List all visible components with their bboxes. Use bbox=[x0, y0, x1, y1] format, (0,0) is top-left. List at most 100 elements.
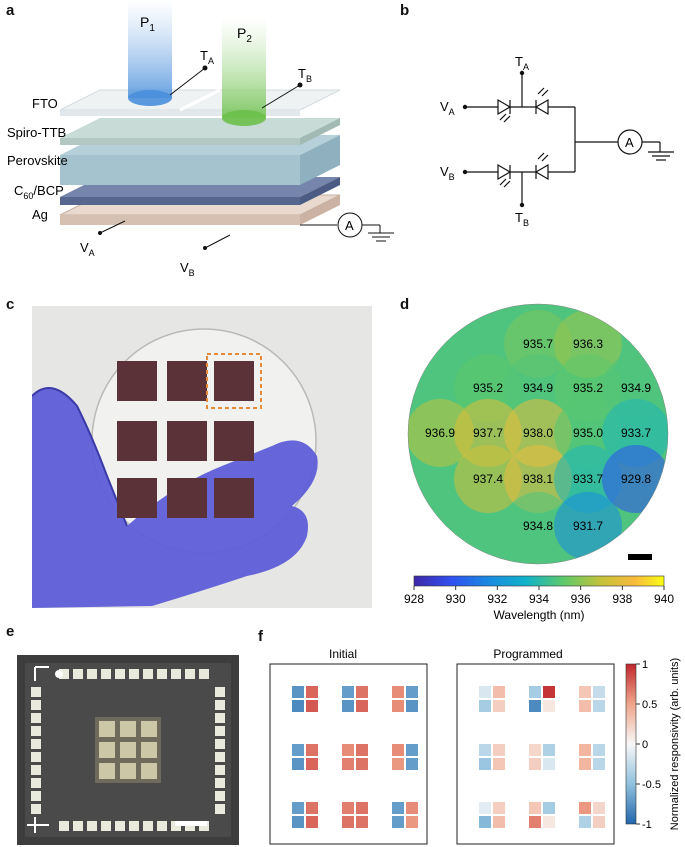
responsivity-cell bbox=[493, 744, 505, 756]
beam-p2 bbox=[222, 18, 266, 118]
chip-pad bbox=[143, 669, 153, 679]
responsivity-cell bbox=[579, 686, 591, 698]
responsivity-cell bbox=[529, 816, 541, 828]
colorbar-tick-label: 928 bbox=[404, 592, 424, 606]
chip-pad bbox=[31, 726, 41, 736]
chip-pad bbox=[31, 739, 41, 749]
responsivity-cell bbox=[292, 758, 304, 770]
responsivity-cell bbox=[593, 700, 605, 712]
responsivity-cell bbox=[356, 686, 368, 698]
chip-pad bbox=[31, 752, 41, 762]
chip-pad bbox=[73, 821, 83, 831]
responsivity-cell bbox=[479, 744, 491, 756]
responsivity-cell bbox=[529, 744, 541, 756]
responsivity-cell bbox=[406, 816, 418, 828]
va-label: VA bbox=[80, 240, 95, 258]
responsivity-cell bbox=[292, 744, 304, 756]
responsivity-cell bbox=[593, 816, 605, 828]
map-value-label: 934.9 bbox=[523, 381, 553, 395]
initial-title: Initial bbox=[329, 647, 357, 661]
responsivity-cell bbox=[579, 816, 591, 828]
map-value-label: 936.3 bbox=[573, 337, 603, 351]
layer-spiro-ttb bbox=[60, 118, 340, 145]
map-value-label: 929.8 bbox=[621, 472, 651, 486]
chip-pad bbox=[59, 669, 69, 679]
responsivity-cell bbox=[356, 816, 368, 828]
responsivity-cell bbox=[579, 802, 591, 814]
panel-label-f: f bbox=[258, 628, 263, 645]
responsivity-cell bbox=[479, 700, 491, 712]
responsivity-cell bbox=[593, 686, 605, 698]
responsivity-cell bbox=[292, 686, 304, 698]
responsivity-cell bbox=[342, 816, 354, 828]
responsivity-cell bbox=[543, 700, 555, 712]
responsivity-cell bbox=[356, 802, 368, 814]
responsivity-cell bbox=[543, 686, 555, 698]
map-blob bbox=[454, 445, 522, 513]
responsivity-cell bbox=[579, 758, 591, 770]
chip-pad bbox=[215, 804, 225, 814]
responsivity-cell bbox=[593, 802, 605, 814]
chip-pad bbox=[215, 726, 225, 736]
device-stack-diagram: P1 P2 TA TB FTO Spiro-TTB Perovskite C60… bbox=[7, 0, 394, 278]
responsivity-cell bbox=[406, 802, 418, 814]
chip-pad bbox=[215, 700, 225, 710]
chip-pad bbox=[215, 765, 225, 775]
map-value-label: 931.7 bbox=[573, 519, 603, 533]
resp-colorbar-tick-label: 0 bbox=[642, 739, 648, 751]
layer-label-spiro: Spiro-TTB bbox=[7, 125, 66, 140]
chip-pad bbox=[129, 669, 139, 679]
chip-pad bbox=[157, 821, 167, 831]
p1-label: P1 bbox=[140, 14, 155, 34]
panel-label-b: b bbox=[400, 2, 410, 19]
responsivity-maps: Initial Programmed 10.50-0.5-1 Normalize… bbox=[269, 647, 681, 845]
chip-pad bbox=[215, 791, 225, 801]
colorbar-tick-label: 938 bbox=[612, 592, 632, 606]
responsivity-cell bbox=[342, 802, 354, 814]
chip-pad bbox=[215, 739, 225, 749]
ammeter-label: A bbox=[345, 218, 354, 233]
chip-pad bbox=[31, 778, 41, 788]
responsivity-cell bbox=[529, 802, 541, 814]
responsivity-cell bbox=[529, 758, 541, 770]
resp-colorbar-tick-label: -1 bbox=[642, 819, 652, 831]
circuit-ta-label: TA bbox=[515, 54, 529, 72]
chip-pad bbox=[87, 821, 97, 831]
chip-pad bbox=[215, 778, 225, 788]
responsivity-cell bbox=[493, 802, 505, 814]
map-scale-bar bbox=[628, 554, 652, 560]
responsivity-cell bbox=[543, 816, 555, 828]
chip-pad bbox=[215, 713, 225, 723]
responsivity-cell bbox=[356, 758, 368, 770]
responsivity-cell bbox=[479, 802, 491, 814]
chip-pad bbox=[157, 669, 167, 679]
chip-pad bbox=[59, 821, 69, 831]
map-value-label: 937.7 bbox=[473, 426, 503, 440]
map-blob bbox=[408, 399, 474, 467]
responsivity-cell bbox=[593, 758, 605, 770]
responsivity-cell bbox=[342, 700, 354, 712]
map-value-label: 933.7 bbox=[621, 426, 651, 440]
map-value-label: 935.2 bbox=[573, 381, 603, 395]
colorbar-tick-label: 936 bbox=[571, 592, 591, 606]
chip-scale-bar bbox=[175, 821, 207, 826]
responsivity-cell bbox=[479, 758, 491, 770]
ta-label: TA bbox=[200, 48, 214, 66]
map-value-label: 935.2 bbox=[473, 381, 503, 395]
chip-pad bbox=[115, 669, 125, 679]
responsivity-cell bbox=[579, 744, 591, 756]
panel-label-a: a bbox=[6, 2, 15, 19]
colorbar-tick-label: 932 bbox=[487, 592, 507, 606]
chip-pad bbox=[31, 791, 41, 801]
wavelength-colorbar-label: Wavelength (nm) bbox=[494, 608, 585, 622]
responsivity-cell bbox=[493, 758, 505, 770]
responsivity-cell bbox=[306, 816, 318, 828]
chip-micrograph bbox=[17, 655, 239, 845]
responsivity-cell bbox=[292, 802, 304, 814]
responsivity-colorbar-label: Normalized responsivity (arb. units) bbox=[669, 658, 681, 830]
chip-pad bbox=[215, 752, 225, 762]
chip-pad bbox=[101, 669, 111, 679]
responsivity-cell bbox=[356, 744, 368, 756]
chip-pad bbox=[101, 821, 111, 831]
wavelength-colorbar bbox=[413, 575, 665, 587]
